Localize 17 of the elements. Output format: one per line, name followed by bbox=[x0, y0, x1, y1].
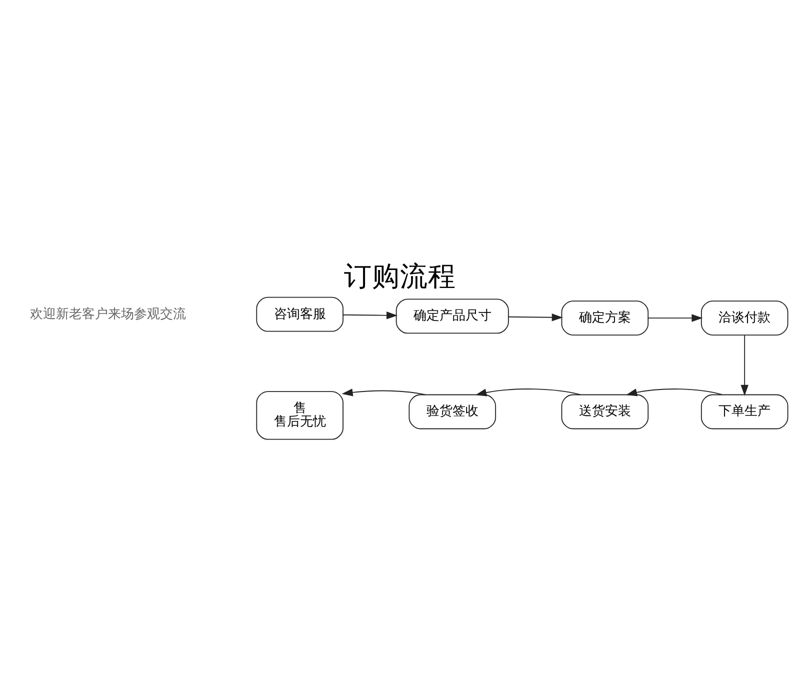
diagram-title: 订购流程 bbox=[344, 260, 456, 292]
arrow bbox=[342, 388, 426, 396]
node-box: 确定方案 bbox=[561, 300, 649, 336]
arrow bbox=[508, 314, 563, 322]
arrow bbox=[342, 312, 398, 320]
arrow bbox=[648, 314, 703, 322]
arrow bbox=[475, 388, 582, 396]
node-box: 洽谈付款 bbox=[700, 300, 788, 336]
node-box: 送货安装 bbox=[561, 394, 649, 430]
node-box: 咨询客服 bbox=[256, 296, 344, 332]
label: 欢迎新老客户来场参观交流 bbox=[30, 306, 186, 322]
node-box: 售 售后无忧 bbox=[256, 391, 344, 440]
node-box: 下单生产 bbox=[700, 394, 788, 430]
arrow bbox=[740, 334, 748, 396]
node-box: 确定产品尺寸 bbox=[396, 298, 509, 334]
arrow bbox=[626, 388, 723, 396]
node-box: 验货签收 bbox=[408, 394, 496, 430]
